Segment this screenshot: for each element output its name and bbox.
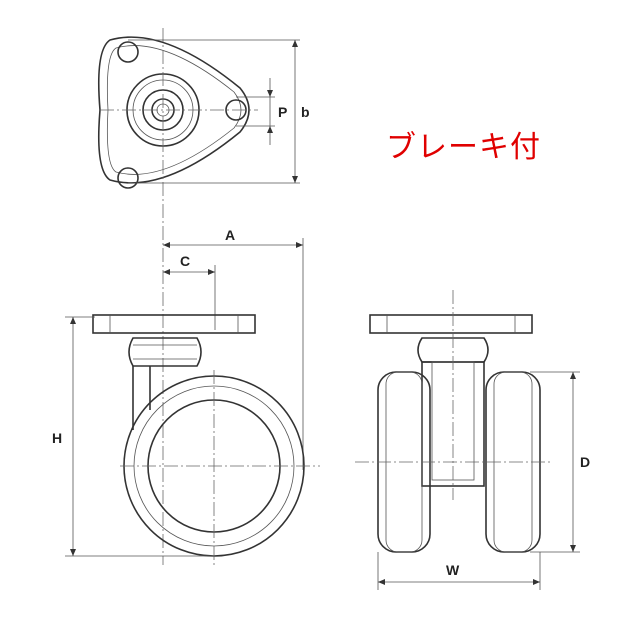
label-A: A: [225, 227, 235, 243]
top-view-plate: [97, 36, 250, 189]
label-W: W: [446, 562, 460, 578]
label-b: b: [301, 104, 310, 120]
label-D: D: [580, 454, 590, 470]
front-view-caster: [369, 314, 541, 553]
label-C: C: [180, 253, 190, 269]
brake-equipped-title: ブレーキ付: [386, 130, 541, 165]
label-P: P: [278, 104, 287, 120]
label-H: H: [52, 430, 62, 446]
side-view-caster: [92, 314, 305, 557]
